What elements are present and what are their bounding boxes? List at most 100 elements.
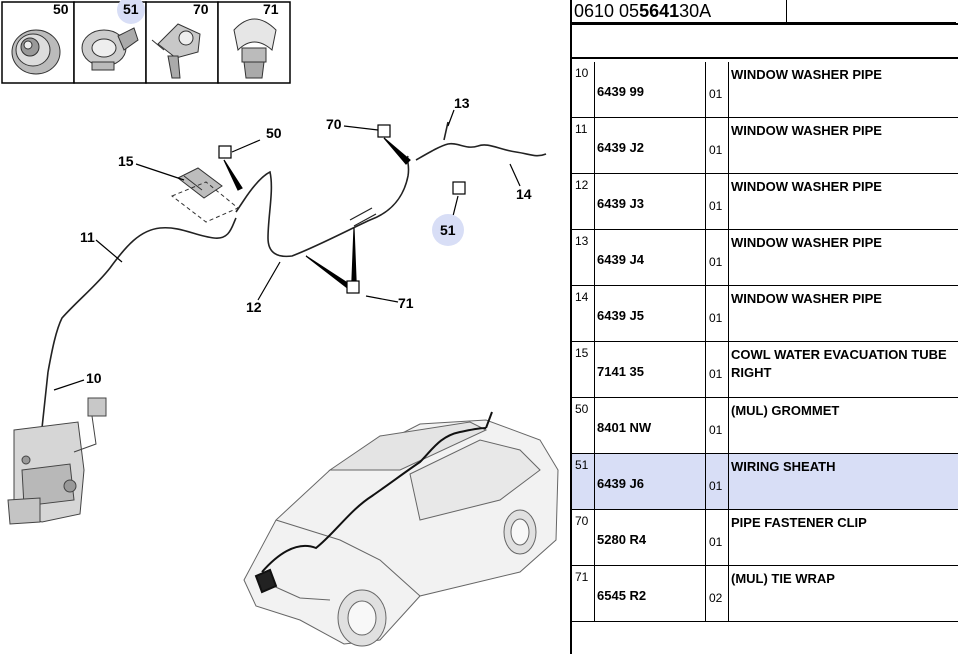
parts-row[interactable]: 11 6439 J2 01 WINDOW WASHER PIPE (570, 118, 958, 174)
washer-pipe-routing (31, 121, 547, 455)
cell-position (572, 62, 595, 117)
tie-wrap-icon (233, 18, 277, 79)
item-description: (MUL) GROMMET (731, 403, 840, 418)
cell-quantity (706, 62, 729, 117)
item-position: 15 (575, 346, 589, 360)
thumb-label-50[interactable]: 50 (53, 1, 69, 17)
reference-part-3: 30A (679, 1, 712, 21)
part-number[interactable]: 6439 J5 (597, 308, 644, 323)
reference-separator (786, 0, 787, 22)
cell-part-number (595, 342, 706, 397)
callout-11[interactable]: 11 (80, 229, 95, 245)
cell-quantity (706, 342, 729, 397)
thumb-label-70[interactable]: 70 (193, 1, 209, 17)
item-description: WIRING SHEATH (731, 459, 836, 474)
parts-row[interactable]: 14 6439 J5 01 WINDOW WASHER PIPE (570, 286, 958, 342)
item-description: WINDOW WASHER PIPE (731, 291, 882, 306)
cell-quantity (706, 230, 729, 285)
callout-50[interactable]: 50 (266, 125, 282, 141)
part-number[interactable]: 6439 J2 (597, 140, 644, 155)
cell-quantity (706, 286, 729, 341)
callout-51[interactable]: 51 (440, 222, 456, 238)
header-box (570, 23, 958, 59)
reference-number: 0610 05 5641 30A (570, 0, 956, 23)
item-quantity: 01 (709, 423, 723, 437)
cell-part-number (595, 454, 706, 509)
item-position: 11 (575, 122, 588, 136)
item-quantity: 01 (709, 87, 723, 101)
item-description: (MUL) TIE WRAP (731, 571, 835, 586)
parts-row[interactable]: 10 6439 99 01 WINDOW WASHER PIPE (570, 62, 958, 118)
part-number[interactable]: 6545 R2 (597, 588, 647, 603)
pipe-clip-icon (151, 23, 201, 79)
item-position: 12 (575, 178, 589, 192)
cell-part-number (595, 566, 706, 621)
part-number[interactable]: 6439 J4 (597, 252, 644, 267)
car-routing-highlight (254, 411, 493, 594)
cell-part-number (595, 174, 706, 229)
item-position: 71 (575, 570, 589, 584)
thumb-label-71[interactable]: 71 (263, 1, 279, 17)
leader-lines (53, 109, 521, 391)
item-position: 14 (575, 290, 589, 304)
callout-13[interactable]: 13 (454, 95, 470, 111)
item-quantity: 01 (709, 535, 723, 549)
cell-position (572, 398, 595, 453)
cell-position (572, 286, 595, 341)
callout-highlight-51 (432, 214, 464, 246)
cell-position (572, 118, 595, 173)
part-number[interactable]: 7141 35 (597, 364, 644, 379)
cell-quantity (706, 174, 729, 229)
parts-row[interactable]: 15 7141 35 01 COWL WATER EVACUATION TUBE RI… (570, 342, 958, 398)
callout-70[interactable]: 70 (326, 116, 342, 132)
car-illustration (243, 419, 559, 647)
thumb-label-51[interactable]: 51 (123, 1, 139, 17)
part-number[interactable]: 5280 R4 (597, 532, 647, 547)
item-quantity: 01 (709, 367, 723, 381)
callout-14[interactable]: 14 (516, 186, 532, 202)
cell-part-number (595, 398, 706, 453)
item-position: 50 (575, 402, 589, 416)
part-number[interactable]: 6439 99 (597, 84, 644, 99)
part-number[interactable]: 8401 NW (597, 420, 652, 435)
cell-quantity (706, 566, 729, 621)
item-description: WINDOW WASHER PIPE (731, 179, 882, 194)
pipe-cut-mark (349, 207, 377, 227)
parts-row[interactable]: 12 6439 J3 01 WINDOW WASHER PIPE (570, 174, 958, 230)
parts-row[interactable]: 50 8401 NW 01 (MUL) GROMMET (570, 398, 958, 454)
callout-10[interactable]: 10 (86, 370, 102, 386)
callout-15[interactable]: 15 (118, 153, 134, 169)
callout-12[interactable]: 12 (246, 299, 262, 315)
item-description: COWL WATER EVACUATION TUBE RIGHT (731, 347, 947, 380)
item-description: PIPE FASTENER CLIP (731, 515, 867, 530)
item-description: WINDOW WASHER PIPE (731, 67, 882, 82)
callout-71[interactable]: 71 (398, 295, 414, 311)
part-number[interactable]: 6439 J3 (597, 196, 644, 211)
cell-part-number (595, 510, 706, 565)
cell-part-number (595, 230, 706, 285)
cell-position (572, 454, 595, 509)
legend-thumbnails: 50 51 70 71 (1, 0, 291, 84)
cell-part-number (595, 118, 706, 173)
cell-quantity (706, 398, 729, 453)
item-quantity: 01 (709, 199, 723, 213)
item-description: WINDOW WASHER PIPE (731, 123, 882, 138)
cell-position (572, 174, 595, 229)
cell-position (572, 510, 595, 565)
thumb-highlight-51 (117, 0, 145, 24)
item-position: 51 (575, 458, 589, 472)
cell-part-number (595, 62, 706, 117)
washer-reservoir (7, 397, 107, 525)
cell-quantity (706, 454, 729, 509)
part-number[interactable]: 6439 J6 (597, 476, 644, 491)
item-quantity: 01 (709, 143, 723, 157)
item-quantity: 01 (709, 311, 723, 325)
item-position: 10 (575, 66, 589, 80)
reference-part-1: 0610 05 (574, 1, 640, 21)
